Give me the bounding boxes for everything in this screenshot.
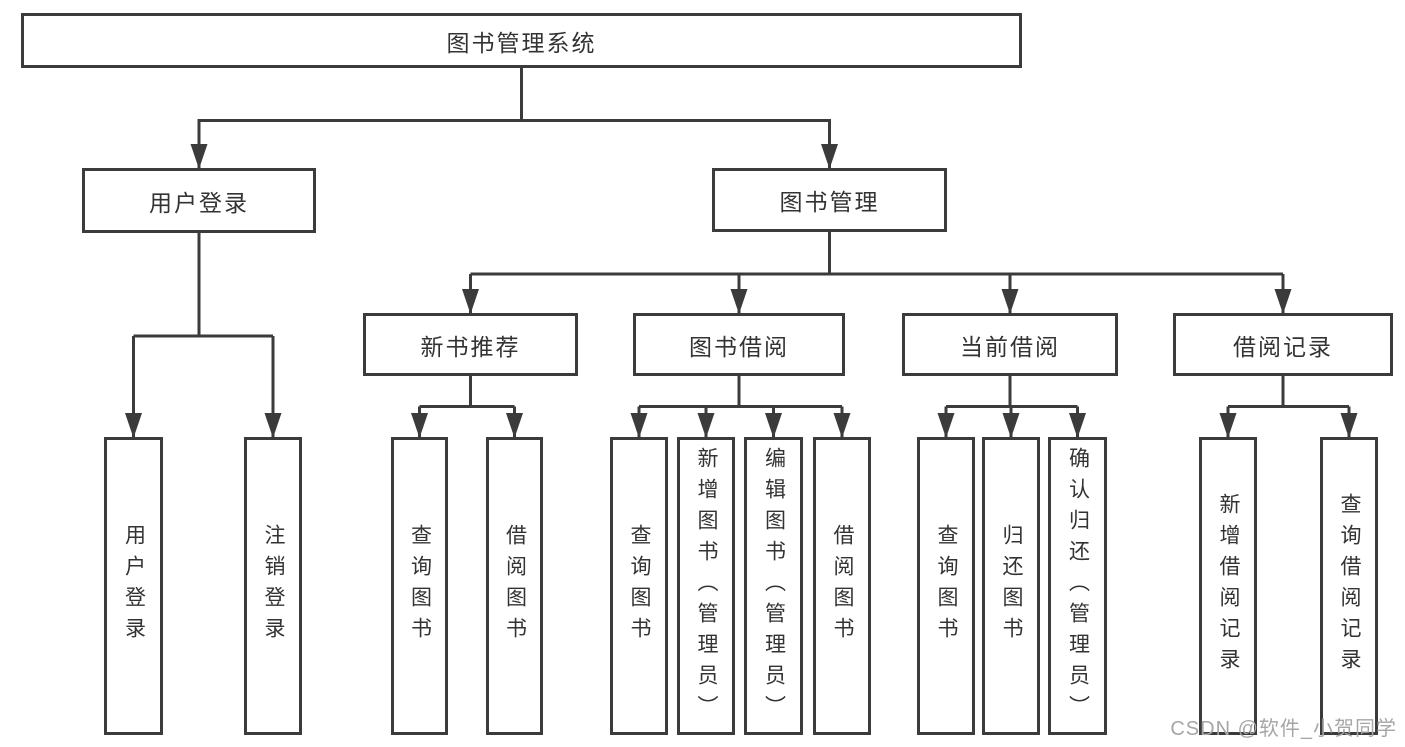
leaf-current-query-books: 查询图书 <box>917 437 975 735</box>
leaf-edit-books-admin-label: 编辑图书（管理员） <box>762 446 786 726</box>
leaf-query-borrow-record-label: 查询借阅记录 <box>1338 493 1361 679</box>
leaf-recommend-borrow-books: 借阅图书 <box>486 437 543 735</box>
leaf-recommend-query-books: 查询图书 <box>391 437 448 735</box>
node-borrow-records-label: 借阅记录 <box>1233 333 1333 360</box>
leaf-confirm-return-admin: 确认归还（管理员） <box>1048 437 1107 735</box>
leaf-return-books: 归还图书 <box>982 437 1040 735</box>
node-user-login: 用户登录 <box>82 168 316 233</box>
node-book-borrow: 图书借阅 <box>633 313 845 376</box>
node-new-book-recommend-label: 新书推荐 <box>420 333 521 360</box>
leaf-recommend-borrow-books-label: 借阅图书 <box>503 524 527 648</box>
leaf-add-borrow-record-label: 新增借阅记录 <box>1217 493 1240 679</box>
node-book-borrow-label: 图书借阅 <box>689 333 789 360</box>
leaf-borrow-books-label: 借阅图书 <box>831 524 854 648</box>
leaf-user-login: 用户登录 <box>104 437 163 735</box>
leaf-add-books-admin-label: 新增图书（管理员） <box>695 446 718 726</box>
leaf-edit-books-admin: 编辑图书（管理员） <box>744 437 803 735</box>
node-user-login-label: 用户登录 <box>149 189 249 216</box>
leaf-borrow-books: 借阅图书 <box>813 437 871 735</box>
csdn-watermark: CSDN @软件_小贺同学 <box>1170 718 1397 740</box>
leaf-borrow-query-books-label: 查询图书 <box>628 524 651 648</box>
node-current-borrow: 当前借阅 <box>902 313 1118 376</box>
node-current-borrow-label: 当前借阅 <box>960 333 1060 360</box>
leaf-add-borrow-record: 新增借阅记录 <box>1199 437 1257 735</box>
leaf-recommend-query-books-label: 查询图书 <box>408 524 432 648</box>
leaf-return-books-label: 归还图书 <box>1000 524 1023 648</box>
node-root: 图书管理系统 <box>21 13 1022 68</box>
leaf-current-query-books-label: 查询图书 <box>935 524 958 648</box>
leaf-logout: 注销登录 <box>244 437 302 735</box>
leaf-borrow-query-books: 查询图书 <box>610 437 668 735</box>
leaf-query-borrow-record: 查询借阅记录 <box>1320 437 1378 735</box>
node-book-management: 图书管理 <box>712 168 947 232</box>
node-book-management-label: 图书管理 <box>779 189 880 215</box>
leaf-confirm-return-admin-label: 确认归还（管理员） <box>1066 446 1090 726</box>
leaf-add-books-admin: 新增图书（管理员） <box>677 437 735 735</box>
node-root-label: 图书管理系统 <box>446 29 597 56</box>
node-borrow-records: 借阅记录 <box>1173 313 1393 376</box>
leaf-user-login-label: 用户登录 <box>122 524 146 648</box>
leaf-logout-label: 注销登录 <box>262 524 285 648</box>
node-new-book-recommend: 新书推荐 <box>363 313 578 376</box>
